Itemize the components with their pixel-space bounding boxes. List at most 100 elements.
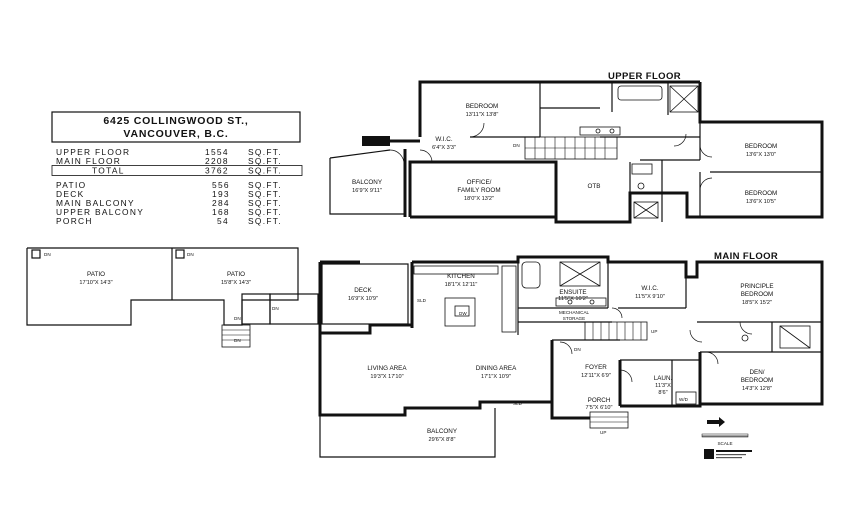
room-name: DECK	[354, 287, 372, 294]
room-dim: 11'3"X	[655, 383, 671, 389]
room-dim: 12'11"X 6'9"	[581, 373, 611, 379]
room-name: LAUN.	[654, 375, 673, 382]
upper-floor: UPPER FLOOR	[329, 71, 824, 224]
main-floor-title: MAIN FLOOR	[714, 251, 778, 262]
area-porch-unit: SQ.FT.	[248, 216, 282, 226]
room-dim: 29'6"X 8'8"	[429, 437, 456, 443]
patios: DN DN DN DN DN PATIO 17'10"X 14'3" PATIO…	[26, 247, 319, 348]
room-name: W.I.C.	[435, 136, 452, 143]
room-name: BEDROOM	[741, 291, 774, 298]
area-patio-label: PATIO	[56, 180, 86, 190]
room-name: BALCONY	[427, 428, 458, 435]
porch-steps	[589, 411, 629, 429]
dn-mark: DN	[234, 338, 241, 343]
area-main-label: MAIN FLOOR	[56, 156, 121, 166]
room-dim: 17'10"X 14'3"	[79, 280, 112, 286]
room-dim: 18'1"X 12'11"	[445, 282, 478, 288]
room-name: ENSUITE	[559, 289, 586, 296]
room-name: BEDROOM	[741, 377, 774, 384]
dn-mark: DN	[272, 306, 279, 311]
dn-mark: DN	[44, 252, 51, 257]
room-name: BALCONY	[352, 179, 383, 186]
room-name: LIVING AREA	[367, 365, 407, 372]
patio-stairs	[221, 324, 251, 348]
area-total-unit: SQ.FT.	[248, 166, 282, 176]
room-name: STORAGE	[563, 316, 585, 321]
room-dim: 16'9"X 10'9"	[348, 296, 378, 302]
room-dim: 14'3"X 12'8"	[742, 386, 772, 392]
dn-mark: DN	[574, 347, 581, 352]
area-main-balcony-label: MAIN BALCONY	[56, 198, 135, 208]
room-name: PORCH	[588, 397, 611, 404]
area-total-label: TOTAL	[92, 166, 125, 176]
upper-stairs	[524, 136, 618, 160]
address-box	[51, 111, 301, 143]
main-floor: MAIN FLOOR	[318, 251, 824, 458]
room-dim: 11'5"X 9'10"	[635, 294, 665, 300]
area-total-value: 3762	[205, 166, 229, 176]
area-upper-balcony-unit: SQ.FT.	[248, 207, 282, 217]
area-upper-unit: SQ.FT.	[248, 147, 282, 157]
dn-mark: DN	[234, 316, 241, 321]
room-name: PATIO	[227, 271, 245, 278]
room-name: PRINCIPLE	[740, 283, 773, 290]
area-deck-label: DECK	[56, 189, 84, 199]
room-dim: 6'4"X 3'3"	[432, 145, 456, 151]
dw-mark: DW	[459, 311, 467, 316]
room-dim: 15'8"X 14'3"	[221, 280, 251, 286]
room-dim: 8'6"	[658, 390, 667, 396]
room-name: BEDROOM	[466, 103, 499, 110]
area-main-unit: SQ.FT.	[248, 156, 282, 166]
room-dim: 13'11"X 13'8"	[466, 112, 499, 118]
room-dim: 16'9"X 9'11"	[352, 188, 382, 194]
area-patio-value: 556	[212, 180, 230, 190]
room-name: OFFICE/	[467, 179, 492, 186]
area-porch-value: 54	[217, 216, 229, 226]
info-block: 6425 COLLINGWOOD ST., VANCOUVER, B.C. UP…	[51, 111, 303, 226]
room-name: MECHANICAL	[559, 310, 590, 315]
room-dim: 7'5"X 6'10"	[586, 405, 613, 411]
room-dim: 13'6"X 10'5"	[746, 199, 776, 205]
area-deck-unit: SQ.FT.	[248, 189, 282, 199]
room-name: BEDROOM	[745, 143, 778, 150]
room-dim: 19'3"X 17'10"	[370, 374, 403, 380]
dn-mark: DN	[187, 252, 194, 257]
room-name: DEN/	[749, 369, 764, 376]
up-mark: UP	[600, 430, 606, 435]
area-main-balcony-value: 284	[212, 198, 230, 208]
area-porch-label: PORCH	[56, 216, 93, 226]
room-name: FAMILY ROOM	[457, 187, 500, 194]
room-name: FOYER	[585, 364, 607, 371]
room-dim: 18'0"X 13'2"	[464, 196, 494, 202]
room-name: BEDROOM	[745, 190, 778, 197]
room-dim: 18'5"X 15'2"	[742, 300, 772, 306]
room-name: PATIO	[87, 271, 105, 278]
address-line-2: VANCOUVER, B.C.	[123, 128, 228, 140]
area-main-balcony-unit: SQ.FT.	[248, 198, 282, 208]
room-name: DINING AREA	[476, 365, 517, 372]
sld-mark: SLD	[417, 298, 427, 303]
main-stairs	[584, 321, 648, 341]
sld-mark: SLD	[513, 401, 523, 406]
area-upper-balcony-label: UPPER BALCONY	[56, 207, 144, 217]
room-name: KITCHEN	[447, 273, 475, 280]
total-box	[51, 165, 303, 176]
room-dim: 11'5"X 10'2"	[558, 296, 588, 302]
room-name: W.I.C.	[641, 285, 658, 292]
scale-legend: SCALE	[701, 417, 752, 459]
up-mark: UP	[651, 329, 657, 334]
area-upper-label: UPPER FLOOR	[56, 147, 130, 157]
area-upper-balcony-value: 168	[212, 207, 230, 217]
room-name: OTB	[588, 183, 601, 190]
north-arrow-icon	[707, 417, 725, 427]
room-dim: 13'6"X 13'0"	[746, 152, 776, 158]
address-line-1: 6425 COLLINGWOOD ST.,	[103, 115, 248, 127]
area-upper-value: 1554	[205, 147, 229, 157]
area-main-value: 2208	[205, 156, 229, 166]
scale-label: SCALE	[717, 441, 732, 446]
wd-mark: W/D	[679, 397, 689, 402]
area-deck-value: 193	[212, 189, 230, 199]
upper-floor-title: UPPER FLOOR	[608, 71, 681, 82]
area-patio-unit: SQ.FT.	[248, 180, 282, 190]
